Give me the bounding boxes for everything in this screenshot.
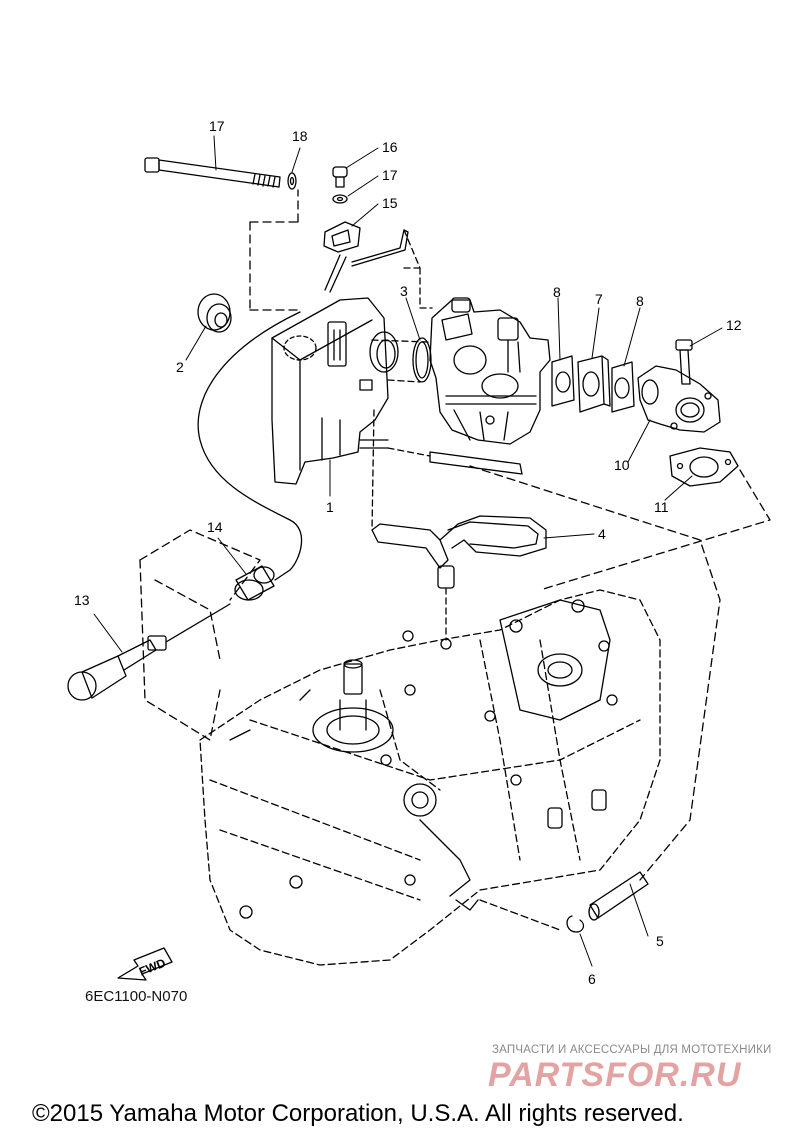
silencer-outlet — [369, 331, 399, 373]
engine-cylinder-head — [499, 599, 618, 721]
callout-10: 18 — [292, 128, 308, 144]
callout-1: 1 — [326, 499, 334, 515]
fuel-hose-4 — [371, 451, 547, 589]
callout-4: 4 — [598, 526, 606, 542]
engine-block — [199, 589, 661, 966]
grommet-15 — [234, 565, 275, 601]
bracket-16 — [323, 221, 361, 253]
gasket-8-b — [611, 361, 635, 413]
leader-lines — [93, 135, 723, 967]
engine-details — [229, 630, 607, 919]
callout-3: 3 — [400, 283, 408, 299]
bolt-9 — [144, 157, 281, 188]
callout-11: 10 — [614, 457, 630, 473]
callout-9: 17 — [209, 118, 225, 134]
callout-2: 2 — [176, 359, 184, 375]
watermark-brand: PARTSFOR.RU — [488, 1056, 742, 1094]
callout-15: 14 — [207, 519, 223, 535]
callout-8-b: 8 — [636, 293, 644, 309]
callout-numbers: 17 18 16 17 15 3 2 1 8 7 8 12 10 11 4 14… — [74, 118, 742, 987]
callout-12: 11 — [654, 499, 669, 515]
intake-manifold-11 — [637, 365, 721, 433]
callout-8-a: 8 — [553, 284, 561, 300]
washer-18 — [332, 194, 348, 204]
diagram-code: 6EC1100-N070 — [85, 988, 188, 1005]
callout-5: 5 — [656, 933, 664, 949]
callout-13: 12 — [726, 317, 742, 333]
callout-16: 15 — [382, 195, 398, 211]
o-ring-3 — [412, 337, 432, 383]
gasket-12 — [669, 447, 739, 487]
choke-knob-14 — [67, 603, 231, 701]
watermark-subtitle: ЗАПЧАСТИ И АКСЕССУАРЫ ДЛЯ МОТОТЕХНИКИ — [492, 1044, 772, 1056]
bolt-13 — [675, 339, 693, 385]
gasket-8-a — [551, 355, 575, 407]
grommet-2 — [197, 293, 232, 333]
callout-14: 13 — [74, 592, 90, 608]
engine-crankshaft — [312, 659, 394, 753]
intake-silencer-1 — [271, 297, 389, 485]
fuel-hose-5 — [588, 871, 649, 921]
callout-6: 6 — [588, 971, 596, 987]
copyright-notice: ©2015 Yamaha Motor Corporation, U.S.A. A… — [32, 1100, 684, 1127]
callout-17: 16 — [382, 139, 398, 155]
callout-18: 17 — [382, 167, 398, 183]
fwd-arrow-icon — [117, 947, 173, 981]
washer-10 — [287, 172, 297, 190]
bottom-cowling-outline — [139, 529, 261, 741]
callout-7: 7 — [595, 291, 603, 307]
clip-6 — [566, 915, 585, 933]
spacer-7 — [577, 355, 611, 413]
carburetor — [399, 229, 551, 445]
screw-17 — [332, 166, 348, 188]
